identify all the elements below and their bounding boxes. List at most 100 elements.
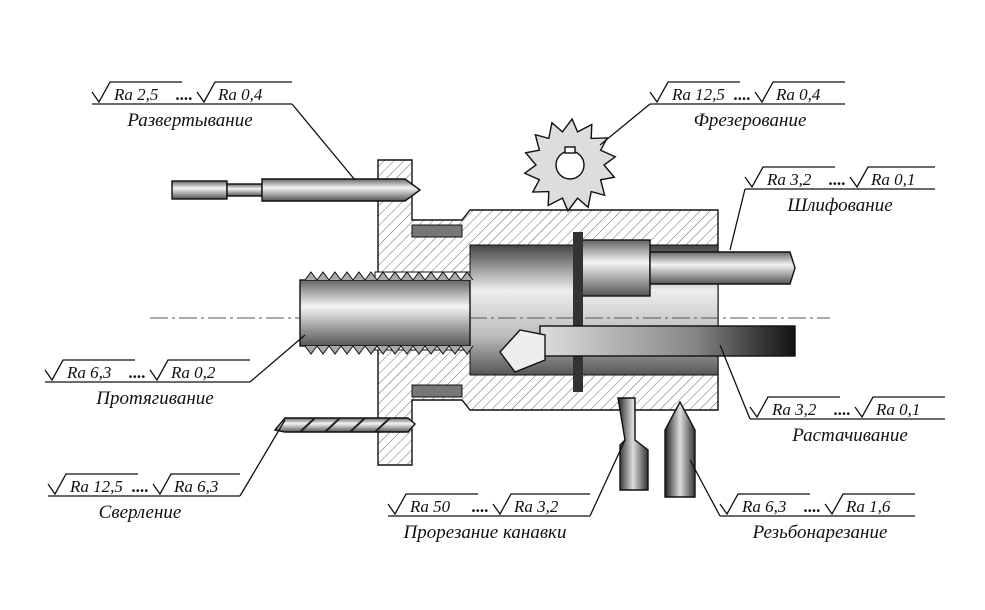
- roughness-to: Ra 0,1: [870, 170, 915, 189]
- roughness-symbol-icon: [149, 359, 250, 382]
- broach-tooth: [304, 271, 318, 281]
- broach-tooth: [376, 271, 390, 281]
- leader-line: [719, 344, 751, 420]
- roughness-symbol-icon: [649, 81, 740, 104]
- roughness-dots: ....: [834, 400, 851, 419]
- broach-tooth: [424, 345, 438, 355]
- leader-line: [689, 459, 721, 517]
- roughness-from: Ra 12,5: [69, 477, 123, 496]
- threading-tool: [664, 400, 696, 498]
- roughness-dots: ....: [132, 477, 149, 496]
- broach-tooth: [352, 345, 366, 355]
- broach-tooth: [328, 271, 342, 281]
- operation-name: Сверление: [99, 502, 182, 523]
- grooving-tool: [617, 397, 649, 491]
- operation-name: Протягивание: [95, 388, 213, 409]
- leader-line: [291, 103, 356, 181]
- roughness-symbol-icon: [47, 473, 138, 496]
- broach-tooth: [316, 271, 330, 281]
- broach-tooth: [304, 345, 318, 355]
- broach-tooth: [400, 345, 414, 355]
- operation-name: Фрезерование: [694, 110, 807, 131]
- roughness-dots: ....: [734, 85, 751, 104]
- broach-tooth: [448, 345, 462, 355]
- operation-name: Резьбонарезание: [752, 522, 888, 543]
- broach-tooth: [364, 345, 378, 355]
- broach-tooth: [436, 271, 450, 281]
- roughness-symbol-icon: [91, 81, 182, 104]
- broach-tooth: [388, 271, 402, 281]
- roughness-to: Ra 0,1: [875, 400, 920, 419]
- broach-tooth: [412, 345, 426, 355]
- roughness-from: Ra 12,5: [671, 85, 725, 104]
- leader-line: [239, 419, 286, 497]
- reamer-tool: [171, 178, 422, 202]
- leader-line: [599, 103, 651, 146]
- roughness-from: Ra 2,5: [113, 85, 158, 104]
- roughness-symbol-icon: [849, 166, 935, 189]
- grinding-wheel: [573, 232, 796, 392]
- roughness-dots: ....: [804, 497, 821, 516]
- broach-tooth: [376, 345, 390, 355]
- roughness-symbol-icon: [754, 81, 845, 104]
- roughness-from: Ra 3,2: [766, 170, 812, 189]
- roughness-to: Ra 0,2: [170, 363, 216, 382]
- roughness-to: Ra 6,3: [173, 477, 218, 496]
- roughness-from: Ra 6,3: [66, 363, 111, 382]
- broach-tooth: [388, 345, 402, 355]
- roughness-symbol-icon: [854, 396, 945, 419]
- milling-cutter: [523, 117, 617, 213]
- broach-tooth: [436, 345, 450, 355]
- roughness-symbol-icon: [196, 81, 292, 104]
- operation-name: Развертывание: [126, 110, 252, 131]
- leader-line: [589, 439, 626, 517]
- broach-tooth: [328, 345, 342, 355]
- broach-tooth: [460, 271, 474, 281]
- broach-tooth: [412, 271, 426, 281]
- roughness-dots: ....: [829, 170, 846, 189]
- broach-tooth: [352, 271, 366, 281]
- roughness-symbol-icon: [749, 396, 840, 419]
- broach-tooth: [400, 271, 414, 281]
- broach-tooth: [364, 271, 378, 281]
- leader-line: [729, 188, 746, 251]
- roughness-symbol-icon: [152, 473, 240, 496]
- leader-line: [249, 334, 306, 383]
- roughness-symbol-icon: [44, 359, 135, 382]
- broach-tooth: [424, 271, 438, 281]
- roughness-symbol-icon: [492, 493, 590, 516]
- roughness-to: Ra 0,4: [217, 85, 263, 104]
- boring-bar: [499, 325, 796, 373]
- broach-tooth: [340, 345, 354, 355]
- roughness-to: Ra 1,6: [845, 497, 891, 516]
- operation-name: Растачивание: [791, 425, 908, 446]
- roughness-from: Ra 6,3: [741, 497, 786, 516]
- operation-name: Шлифование: [786, 195, 892, 216]
- roughness-dots: ....: [176, 85, 193, 104]
- broach-tooth: [448, 271, 462, 281]
- roughness-dots: ....: [129, 363, 146, 382]
- broach-tool: [299, 271, 474, 355]
- roughness-symbol-icon: [387, 493, 478, 516]
- operation-name: Прорезание канавки: [403, 522, 567, 543]
- roughness-dots: ....: [472, 497, 489, 516]
- broach-tooth: [340, 271, 354, 281]
- roughness-symbol-icon: [744, 166, 835, 189]
- roughness-from: Ra 3,2: [771, 400, 817, 419]
- drill-tool: [273, 417, 416, 433]
- roughness-to: Ra 3,2: [513, 497, 559, 516]
- roughness-symbol-icon: [824, 493, 915, 516]
- roughness-from: Ra 50: [409, 497, 451, 516]
- broach-tooth: [460, 345, 474, 355]
- roughness-symbol-icon: [719, 493, 810, 516]
